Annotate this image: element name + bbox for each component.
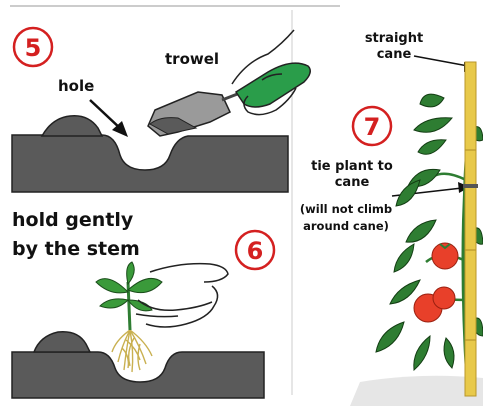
step-5-number: 5 <box>25 34 42 62</box>
seedling-icon <box>96 262 162 330</box>
step-6-number: 6 <box>247 237 264 265</box>
step-7-number: 7 <box>364 113 381 141</box>
step-7-panel: straight cane 7 tie plant to cane (will … <box>300 31 483 406</box>
tie-plant-line2: cane <box>335 175 370 190</box>
step-6-panel: hold gently by the stem 6 <box>12 209 274 398</box>
bamboo-cane <box>465 62 476 396</box>
soil-pile-6 <box>34 332 90 352</box>
straight-cane-line1: straight <box>365 31 423 46</box>
hold-gently-line1: hold gently <box>12 209 134 231</box>
hand-outline-6 <box>136 264 228 327</box>
soil-pile-5 <box>42 116 102 136</box>
root-ball-icon <box>112 330 152 372</box>
trowel-label: trowel <box>165 50 219 68</box>
note-line1: (will not climb <box>300 202 392 216</box>
soil-bed-5 <box>12 135 288 192</box>
hole-label: hole <box>58 77 94 95</box>
trowel-icon <box>148 63 310 136</box>
note-line2: around cane) <box>303 219 389 233</box>
straight-cane-line2: cane <box>377 47 412 62</box>
step-5-panel: 5 hole trowel <box>12 28 310 192</box>
hold-gently-line2: by the stem <box>12 238 140 260</box>
tie-plant-line1: tie plant to <box>311 159 393 174</box>
plant-tie <box>463 184 478 188</box>
ground-7 <box>350 376 483 406</box>
